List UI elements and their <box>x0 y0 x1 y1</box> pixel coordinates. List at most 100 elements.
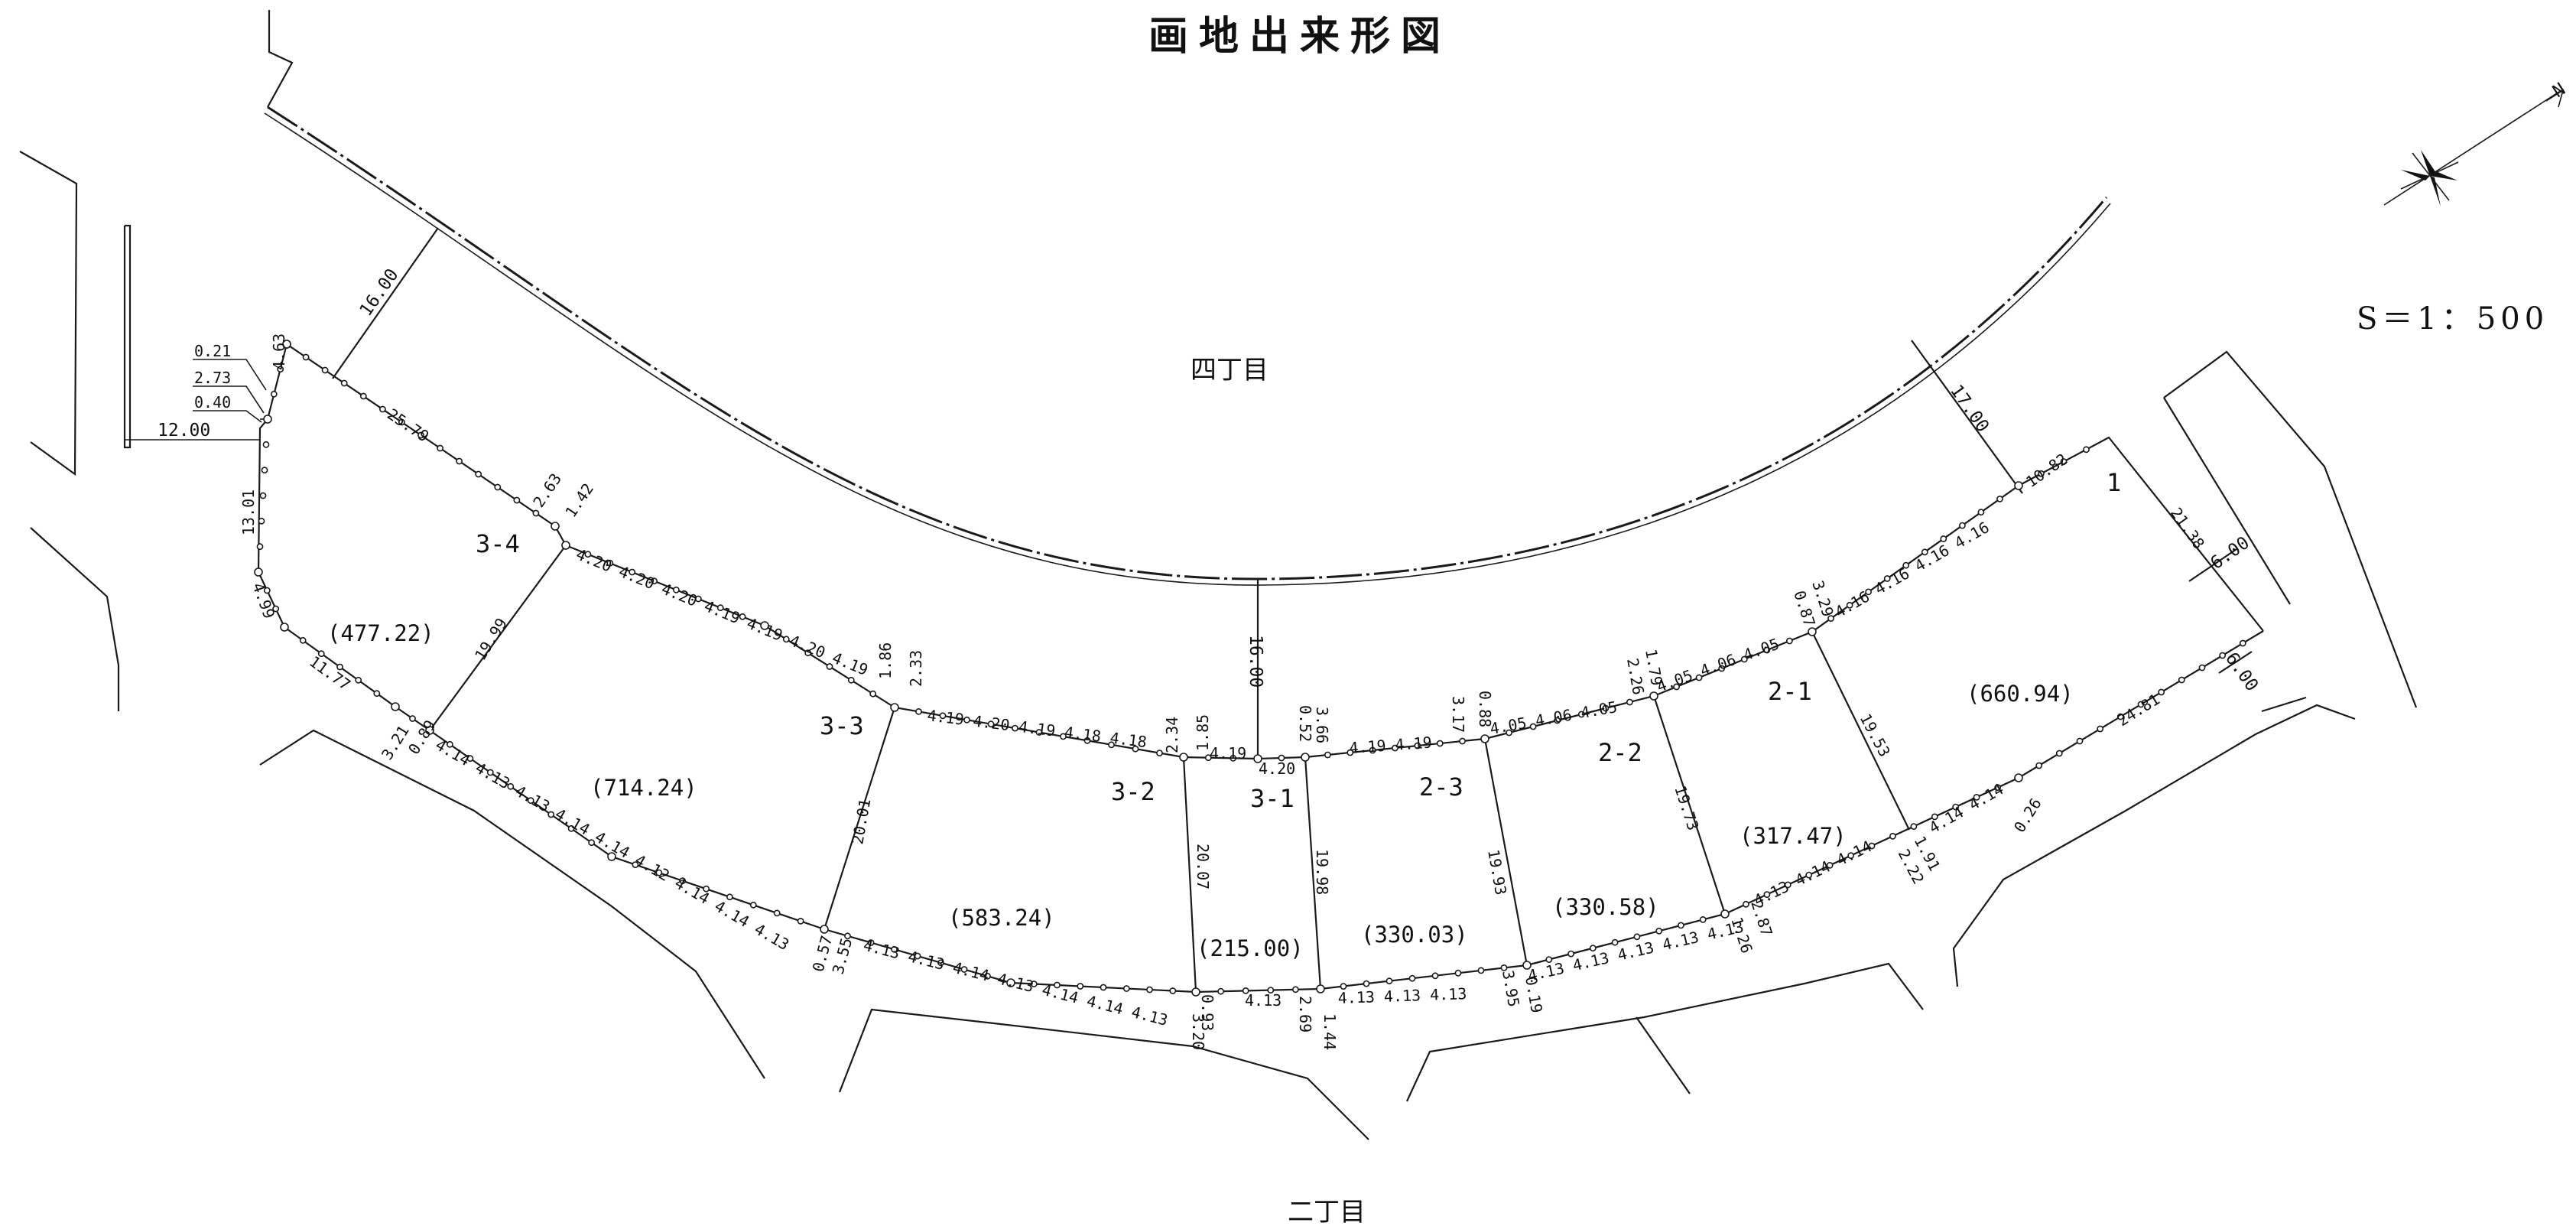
boundary-point <box>258 517 265 525</box>
boundary-point <box>1720 909 1730 919</box>
boundary-point <box>679 877 687 885</box>
boundary-point <box>914 952 921 960</box>
dimension-label: 0.21 <box>194 342 231 360</box>
dimension-label: 2.34 <box>1163 717 1181 753</box>
boundary-point <box>447 740 453 748</box>
area-lot-2-1: (317.47) <box>1740 823 1847 849</box>
boundary-point <box>1108 741 1115 749</box>
boundary-point <box>749 901 757 909</box>
boundary-point <box>1883 575 1891 582</box>
boundary-point <box>629 568 636 576</box>
boundary-point <box>277 366 284 373</box>
boundary-point <box>867 939 875 946</box>
dimension-label: 1.44 <box>1320 1013 1339 1050</box>
dimension-label: 4.16 4.16 4.16 4.16 <box>1832 518 1993 621</box>
boundary-point <box>655 869 663 876</box>
dimension-label: 4.19 4.20 4.19 4.18 4.18 <box>926 706 1148 751</box>
boundary-point <box>1292 986 1299 993</box>
lot-id-1: 1 <box>2107 468 2121 497</box>
boundary-point <box>2014 481 2023 490</box>
boundary-point <box>1077 983 1084 990</box>
boundary-point <box>1480 734 1489 743</box>
boundary-point <box>1006 978 1015 987</box>
boundary-point <box>1952 803 1960 811</box>
boundary-point <box>937 959 944 967</box>
boundary-point <box>425 726 434 735</box>
boundary-points <box>254 340 2246 997</box>
boundary-point <box>466 755 474 763</box>
leader-lines <box>193 359 267 423</box>
boundary-point <box>915 708 922 715</box>
boundary-point <box>1414 742 1421 750</box>
boundary-point <box>254 567 263 577</box>
boundary-point <box>960 966 968 973</box>
dimension-label: 4.14 4.13 4.13 4.14 4.14 4.12 4.14 4.14 … <box>433 736 793 954</box>
boundary-point <box>1060 733 1067 740</box>
boundary-point <box>844 932 851 940</box>
dimension-label: 4.13 4.13 4.13 4.13 4.13 <box>1526 917 1746 984</box>
boundary-point <box>2076 737 2084 745</box>
area-lot-2-2: (330.03) <box>1361 922 1468 948</box>
north-label: N <box>2549 80 2569 102</box>
boundary-point <box>547 811 555 818</box>
boundary-point <box>1847 852 1854 860</box>
boundary-point <box>409 715 416 722</box>
dimension-label: 4.13 4.13 4.13 <box>1337 984 1467 1007</box>
boundary-point <box>567 824 575 832</box>
boundary-point <box>1827 615 1834 622</box>
dimension-label: 4.05 4.06 4.05 <box>1489 698 1619 738</box>
boundary-point <box>1699 916 1707 923</box>
boundary-point <box>391 702 400 711</box>
boundary-point <box>1529 723 1537 730</box>
town-label-lower: 二丁目 <box>1288 1197 1366 1226</box>
boundary-point <box>1784 881 1792 889</box>
boundary-point <box>486 769 494 776</box>
boundary-point <box>797 918 804 925</box>
boundary-point <box>282 340 291 349</box>
area-lot-3-4: (477.22) <box>327 620 434 646</box>
boundary-point <box>1191 987 1200 997</box>
dimension-label: 19.53 <box>1856 711 1894 759</box>
boundary-point <box>703 885 710 893</box>
boundary-point <box>1633 933 1641 941</box>
boundary-point <box>263 587 271 594</box>
boundary-point <box>1253 754 1262 763</box>
boundary-point <box>527 797 534 805</box>
boundary-point <box>606 559 614 567</box>
dimension-label: 2.63 <box>529 470 565 510</box>
dimension-label: 4.99 <box>249 580 278 621</box>
boundary-point <box>1889 832 1896 840</box>
dimension-label: 4.20 4.20 4.20 4.19 4.19 4.20 4.19 <box>573 545 871 679</box>
boundary-point <box>1742 900 1749 908</box>
lot-labels: 1 2-1 2-3 2-2 3-1 3-2 3-3 3-4 <box>476 468 2121 813</box>
boundary-point <box>1868 842 1876 850</box>
dimension-label: 3.95 <box>1499 969 1523 1009</box>
lot-id-3-4: 3-4 <box>476 529 520 558</box>
boundary-point <box>632 861 639 868</box>
boundary-point <box>1655 927 1663 935</box>
boundary-point <box>1408 974 1416 982</box>
boundary-point <box>2060 458 2068 465</box>
boundary-point <box>1673 683 1680 691</box>
boundary-point <box>2055 750 2063 757</box>
boundary-point <box>1740 655 1748 663</box>
boundary-point <box>2158 688 2165 696</box>
boundary-point <box>1459 737 1466 745</box>
boundary-point <box>456 457 463 465</box>
boundary-point <box>398 418 405 426</box>
boundary-point <box>1477 967 1485 974</box>
boundary-point <box>1996 496 2003 502</box>
boundary-point <box>726 893 733 901</box>
boundary-point <box>1122 985 1130 992</box>
boundary-point <box>340 379 348 387</box>
lot-id-3-1: 3-1 <box>1250 784 1294 813</box>
boundary-point <box>1973 794 1980 801</box>
boundary-point <box>891 945 898 953</box>
boundary-point <box>1826 862 1834 869</box>
boundary-point <box>1169 987 1177 994</box>
boundary-point <box>1278 754 1285 762</box>
boundary-point <box>475 470 482 478</box>
boundary-point <box>1602 704 1610 712</box>
boundary-point <box>532 509 540 517</box>
dimension-label: 4.20 <box>1259 759 1295 778</box>
